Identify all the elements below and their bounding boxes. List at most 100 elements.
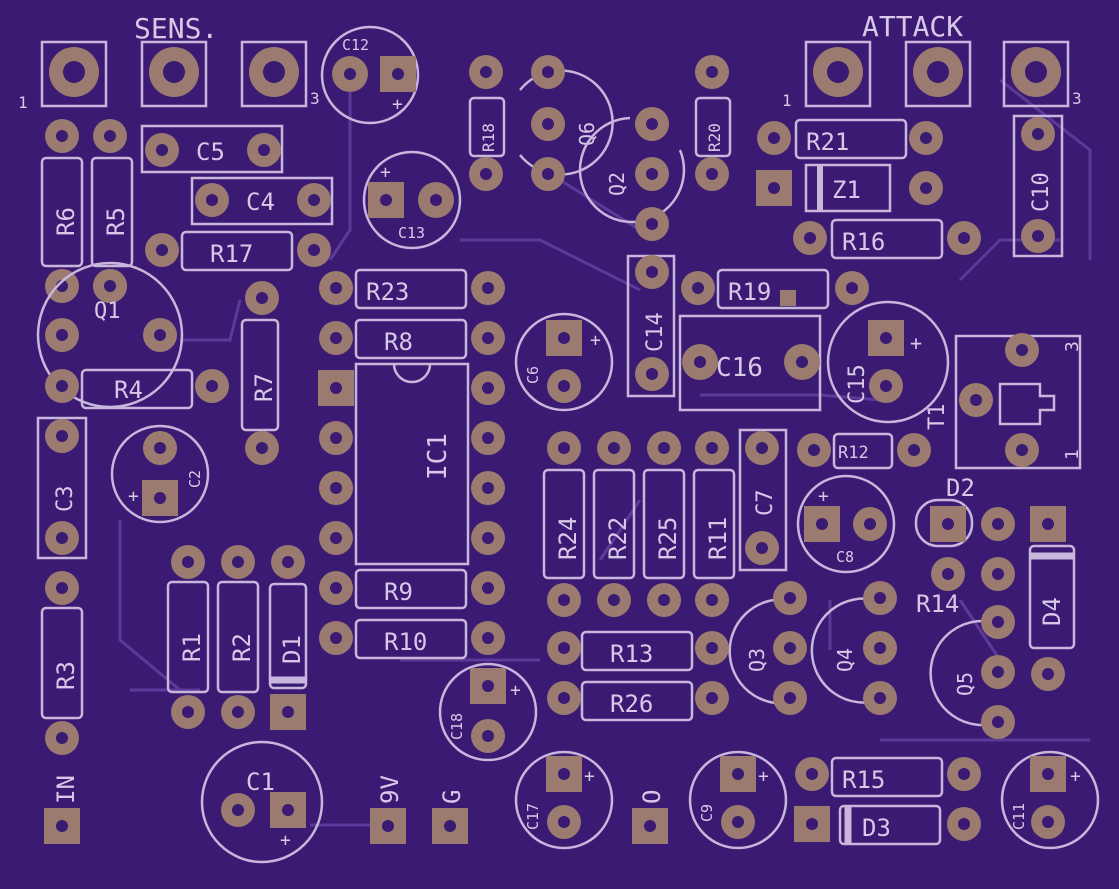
res-r8: R8: [319, 318, 505, 360]
cap-c17: + C17: [514, 750, 614, 850]
cap-c7: C7: [738, 428, 788, 572]
z1-label: Z1: [832, 176, 861, 204]
transistor-q6: Q6: [519, 55, 614, 191]
t1-pin1-label: 1: [1062, 449, 1083, 460]
r18-label: R18: [479, 123, 498, 152]
d1-label: D1: [278, 635, 306, 664]
res-r18: R18: [468, 55, 506, 191]
r14-label: R14: [916, 590, 959, 618]
r10-label: R10: [384, 628, 427, 656]
cap-c12: C12 +: [320, 25, 420, 125]
sens-pot: SENS. 1 3: [18, 12, 320, 112]
cap-c5: C5: [140, 124, 284, 174]
ground-pad: G: [432, 790, 468, 844]
c12-label: C12: [342, 36, 369, 54]
cap-c6: + C6: [514, 312, 614, 412]
sens-pin3-label: 3: [310, 89, 320, 108]
res-r24: R24: [542, 431, 586, 617]
c6-label: C6: [524, 366, 542, 384]
c6-plus: +: [590, 330, 601, 351]
res-r26: R26: [547, 680, 729, 722]
r23-label: R23: [366, 278, 409, 306]
t1-label: T1: [925, 404, 950, 431]
sens-pin1-label: 1: [18, 93, 28, 112]
res-r19: R19: [681, 268, 869, 310]
c16-label: C16: [716, 353, 763, 383]
r2-label: R2: [228, 633, 256, 662]
q5-label: Q5: [953, 672, 977, 696]
d3-label: D3: [862, 814, 891, 842]
c9-plus: +: [758, 766, 769, 787]
transistor-q5: Q5: [929, 605, 1015, 739]
diode-d3: D3: [794, 804, 981, 846]
9v-label: 9V: [376, 775, 404, 804]
output-pad: O: [632, 790, 668, 844]
g-label: G: [438, 790, 466, 804]
ic1-label: IC1: [423, 433, 453, 480]
cap-c9: + C9: [688, 750, 788, 850]
d2-label: D2: [946, 474, 975, 502]
c15-label: C15: [845, 364, 870, 404]
res-r20: R20: [694, 55, 732, 191]
diode-d2: D2: [914, 474, 1015, 548]
c13-label: C13: [398, 224, 425, 242]
cap-c1: C1 +: [200, 740, 324, 864]
cap-c2: + C2: [110, 424, 210, 524]
res-r14: R14: [916, 557, 1015, 618]
c7-label: C7: [753, 490, 778, 517]
t1-pin3-label: 3: [1062, 341, 1083, 352]
c11-label: C11: [1010, 803, 1028, 830]
c12-plus: +: [392, 94, 403, 115]
r7-label: R7: [250, 373, 278, 402]
res-r21: R21: [757, 118, 943, 160]
c1-label: C1: [246, 768, 275, 796]
c17-plus: +: [584, 766, 595, 787]
res-r22: R22: [592, 431, 636, 617]
traces: [118, 78, 1092, 827]
r3-label: R3: [52, 661, 80, 690]
r9-label: R9: [384, 578, 413, 606]
c8-label: C8: [836, 548, 854, 566]
attack-pin1-label: 1: [782, 91, 792, 110]
r25-label: R25: [654, 517, 682, 560]
cap-c11: + C11: [1000, 750, 1100, 850]
res-r2: R2: [216, 545, 260, 729]
r11-label: R11: [704, 517, 732, 560]
q4-label: Q4: [833, 648, 857, 672]
res-r15: R15: [795, 756, 981, 798]
cap-c18: + C18: [438, 662, 538, 762]
trimmer-t1: T1 3 1: [925, 333, 1083, 470]
c5-label: C5: [196, 138, 225, 166]
res-r11: R11: [692, 431, 736, 617]
transistor-q2: Q2: [578, 107, 686, 241]
input-pad: IN: [44, 775, 80, 844]
c2-plus: +: [128, 486, 139, 507]
r1-label: R1: [178, 633, 206, 662]
res-r17: R17: [145, 230, 331, 272]
res-r6: R6: [40, 119, 84, 303]
res-r4: R4: [45, 368, 229, 410]
attack-pot: ATTACK 1 3: [782, 10, 1082, 110]
diode-d4: D4: [1028, 506, 1076, 691]
c18-label: C18: [448, 713, 466, 740]
r24-label: R24: [554, 517, 582, 560]
res-r25: R25: [642, 431, 686, 617]
r17-label: R17: [210, 240, 253, 268]
q1-label: Q1: [94, 299, 121, 324]
r5-label: R5: [102, 207, 130, 236]
res-r9: R9: [319, 568, 505, 610]
cap-c13: + C13: [362, 150, 462, 250]
d4-label: D4: [1038, 597, 1066, 626]
r22-label: R22: [604, 517, 632, 560]
power-9v-pad: 9V: [370, 775, 406, 844]
o-label: O: [638, 790, 666, 804]
c14-label: C14: [643, 312, 668, 352]
r16-label: R16: [842, 228, 885, 256]
zener-z1: Z1: [756, 163, 943, 213]
in-label: IN: [52, 775, 80, 804]
r8-label: R8: [384, 328, 413, 356]
cap-c8: + C8: [796, 474, 896, 574]
res-r16: R16: [793, 218, 981, 260]
